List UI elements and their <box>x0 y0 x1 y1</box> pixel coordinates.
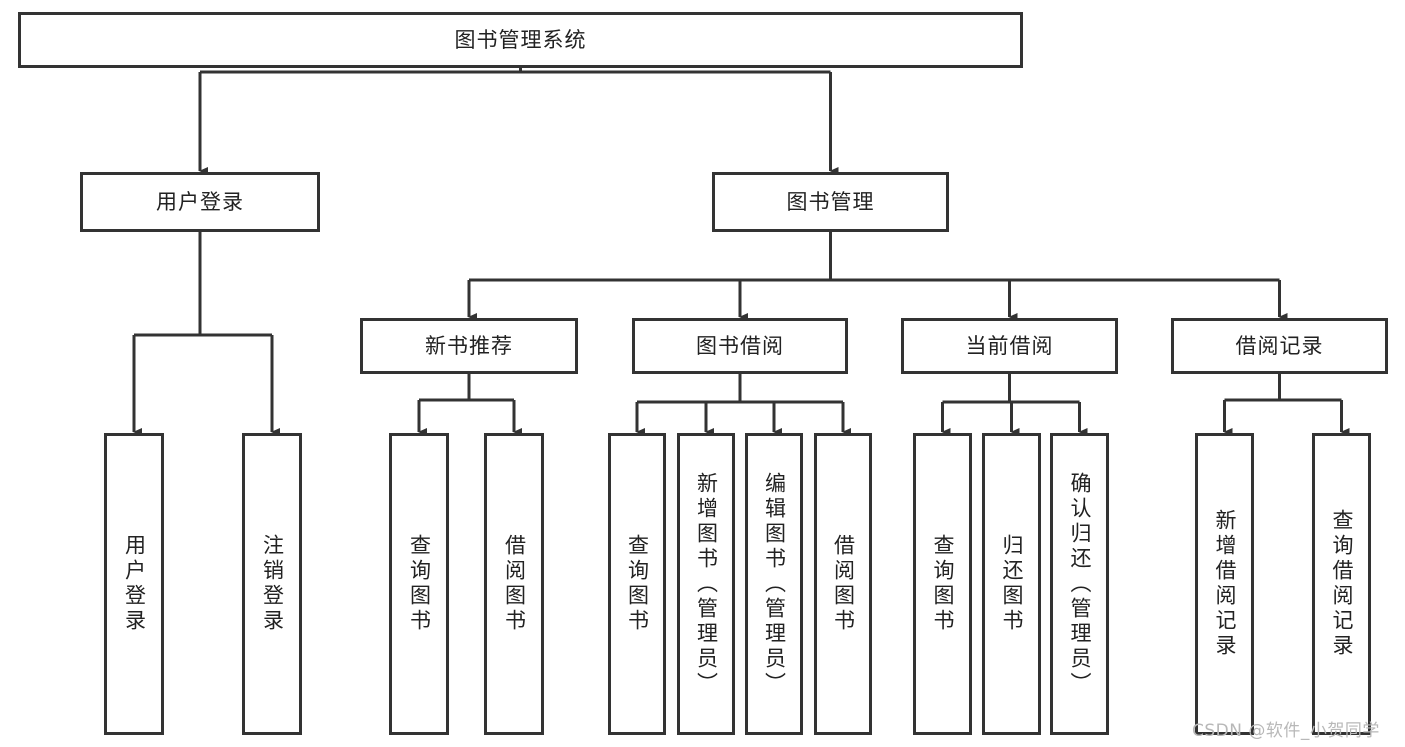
node-label: 用户登录 <box>122 534 147 634</box>
node-label: 图书管理 <box>786 189 875 214</box>
node-label: 查询图书 <box>625 534 650 634</box>
node-label: 编辑图书（管理员） <box>762 471 787 697</box>
node-label: 查询图书 <box>931 534 955 634</box>
leaf-borrow-book-2[interactable]: 借阅图书 <box>814 433 872 735</box>
leaf-borrow-book-1[interactable]: 借阅图书 <box>484 433 544 735</box>
node-current-borrow[interactable]: 当前借阅 <box>901 318 1118 374</box>
leaf-query-borrow-record[interactable]: 查询借阅记录 <box>1312 433 1371 735</box>
leaf-user-login[interactable]: 用户登录 <box>104 433 164 735</box>
node-label: 当前借阅 <box>965 333 1054 358</box>
node-label: 新书推荐 <box>425 333 513 358</box>
node-label: 确认归还（管理员） <box>1068 471 1092 697</box>
node-label: 借阅图书 <box>831 534 856 634</box>
csdn-watermark: CSDN @软件_小贺同学 <box>1192 721 1380 741</box>
node-label: 借阅记录 <box>1235 333 1324 358</box>
node-label: 借阅图书 <box>502 534 527 634</box>
node-label: 注销登录 <box>260 534 285 634</box>
node-label: 图书管理系统 <box>454 27 587 52</box>
node-root[interactable]: 图书管理系统 <box>18 12 1023 68</box>
node-label: 图书借阅 <box>696 333 784 358</box>
node-borrow-record[interactable]: 借阅记录 <box>1171 318 1388 374</box>
node-label: 归还图书 <box>1000 534 1024 634</box>
leaf-confirm-return[interactable]: 确认归还（管理员） <box>1050 433 1109 735</box>
leaf-query-book-3[interactable]: 查询图书 <box>913 433 972 735</box>
node-label: 查询图书 <box>407 534 432 634</box>
leaf-add-book[interactable]: 新增图书（管理员） <box>677 433 735 735</box>
leaf-edit-book[interactable]: 编辑图书（管理员） <box>745 433 803 735</box>
leaf-user-logout[interactable]: 注销登录 <box>242 433 302 735</box>
node-label: 新增借阅记录 <box>1213 509 1237 659</box>
node-user-login[interactable]: 用户登录 <box>80 172 320 232</box>
leaf-return-book[interactable]: 归还图书 <box>982 433 1041 735</box>
leaf-query-book-2[interactable]: 查询图书 <box>608 433 666 735</box>
leaf-query-book-1[interactable]: 查询图书 <box>389 433 449 735</box>
node-label: 查询借阅记录 <box>1330 509 1354 659</box>
node-new-book-recommend[interactable]: 新书推荐 <box>360 318 578 374</box>
node-label: 用户登录 <box>156 189 244 214</box>
node-label: 新增图书（管理员） <box>694 471 719 697</box>
node-book-borrow[interactable]: 图书借阅 <box>632 318 848 374</box>
node-book-manage[interactable]: 图书管理 <box>712 172 949 232</box>
leaf-add-borrow-record[interactable]: 新增借阅记录 <box>1195 433 1254 735</box>
